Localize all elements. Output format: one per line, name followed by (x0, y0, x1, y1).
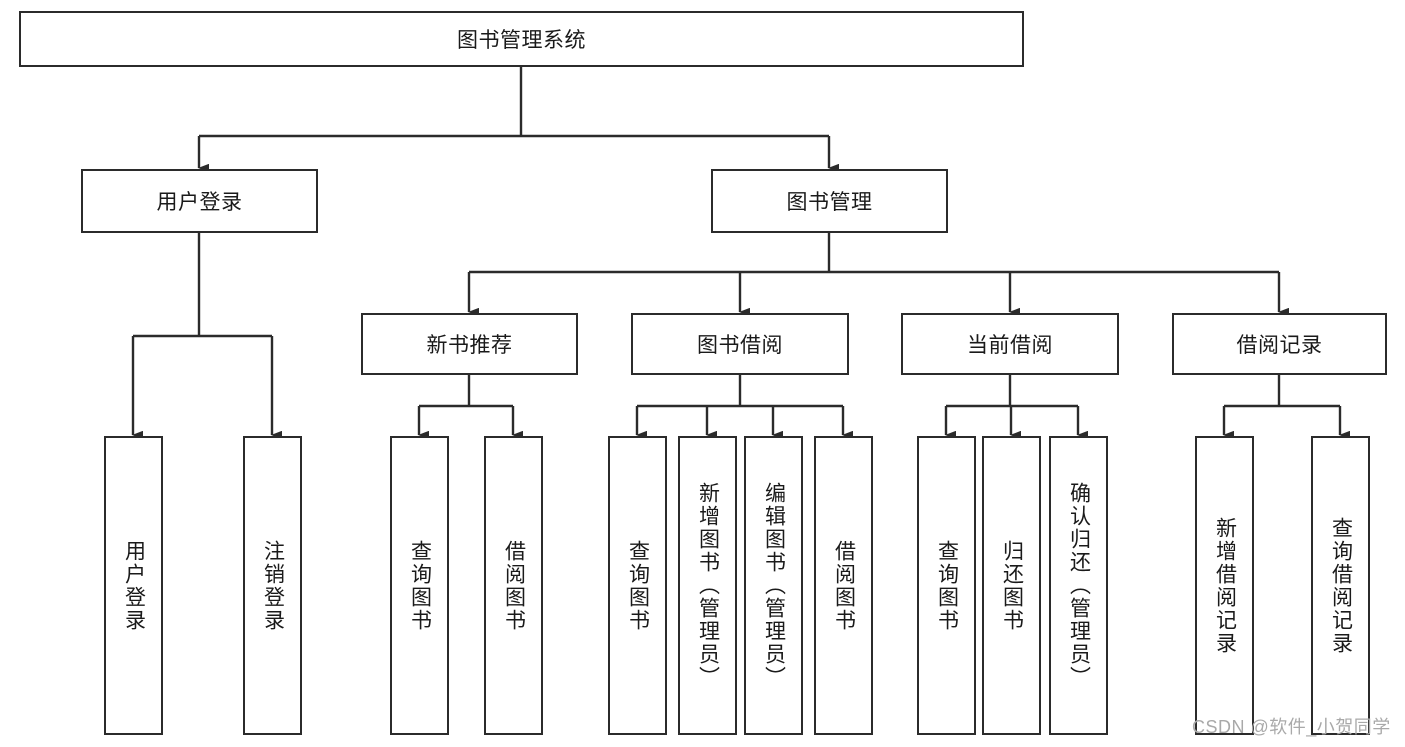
node-leaf-return-book-label: 归还图书 (1000, 539, 1024, 632)
node-leaf-edit-book-admin[interactable]: 编辑图书（管理员） (744, 436, 803, 735)
node-leaf-query-book-borrow[interactable]: 查询图书 (608, 436, 667, 735)
node-book-borrow-label: 图书借阅 (697, 334, 783, 357)
node-current-borrow-label: 当前借阅 (967, 334, 1053, 357)
node-leaf-borrow-book[interactable]: 借阅图书 (814, 436, 873, 735)
watermark-text: CSDN @软件_小贺同学 (1192, 717, 1391, 737)
node-leaf-user-login-label: 用户登录 (122, 539, 146, 632)
node-leaf-query-borrow-record[interactable]: 查询借阅记录 (1311, 436, 1370, 735)
node-leaf-query-borrow-record-label: 查询借阅记录 (1329, 516, 1353, 655)
node-leaf-add-borrow-record-label: 新增借阅记录 (1213, 516, 1237, 655)
node-root-label: 图书管理系统 (457, 29, 586, 52)
node-leaf-borrow-book-rec-label: 借阅图书 (502, 539, 526, 632)
node-leaf-return-book[interactable]: 归还图书 (982, 436, 1041, 735)
node-leaf-logout-label: 注销登录 (261, 539, 285, 632)
node-book-borrow[interactable]: 图书借阅 (631, 313, 849, 375)
node-leaf-user-login[interactable]: 用户登录 (104, 436, 163, 735)
node-borrow-record[interactable]: 借阅记录 (1172, 313, 1387, 375)
node-leaf-add-borrow-record[interactable]: 新增借阅记录 (1195, 436, 1254, 735)
node-leaf-borrow-book-rec[interactable]: 借阅图书 (484, 436, 543, 735)
node-borrow-record-label: 借阅记录 (1236, 334, 1323, 357)
node-leaf-query-book-rec-label: 查询图书 (408, 539, 432, 632)
node-root[interactable]: 图书管理系统 (19, 11, 1024, 67)
node-user-login[interactable]: 用户登录 (81, 169, 318, 233)
node-leaf-confirm-return-admin-label: 确认归还（管理员） (1067, 482, 1091, 689)
edge-paths (131, 67, 1350, 440)
node-leaf-query-book-current-label: 查询图书 (935, 539, 959, 632)
node-user-login-label: 用户登录 (156, 191, 243, 214)
node-new-book-recommend-label: 新书推荐 (426, 334, 513, 357)
node-book-management[interactable]: 图书管理 (711, 169, 948, 233)
node-leaf-add-book-admin[interactable]: 新增图书（管理员） (678, 436, 737, 735)
node-book-management-label: 图书管理 (786, 191, 873, 214)
node-leaf-confirm-return-admin[interactable]: 确认归还（管理员） (1049, 436, 1108, 735)
node-leaf-edit-book-admin-label: 编辑图书（管理员） (762, 482, 786, 689)
node-leaf-logout[interactable]: 注销登录 (243, 436, 302, 735)
node-leaf-query-book-current[interactable]: 查询图书 (917, 436, 976, 735)
node-leaf-query-book-rec[interactable]: 查询图书 (390, 436, 449, 735)
node-current-borrow[interactable]: 当前借阅 (901, 313, 1119, 375)
node-leaf-query-book-borrow-label: 查询图书 (626, 539, 650, 632)
node-new-book-recommend[interactable]: 新书推荐 (361, 313, 578, 375)
node-leaf-add-book-admin-label: 新增图书（管理员） (696, 482, 720, 689)
node-leaf-borrow-book-label: 借阅图书 (832, 539, 856, 632)
